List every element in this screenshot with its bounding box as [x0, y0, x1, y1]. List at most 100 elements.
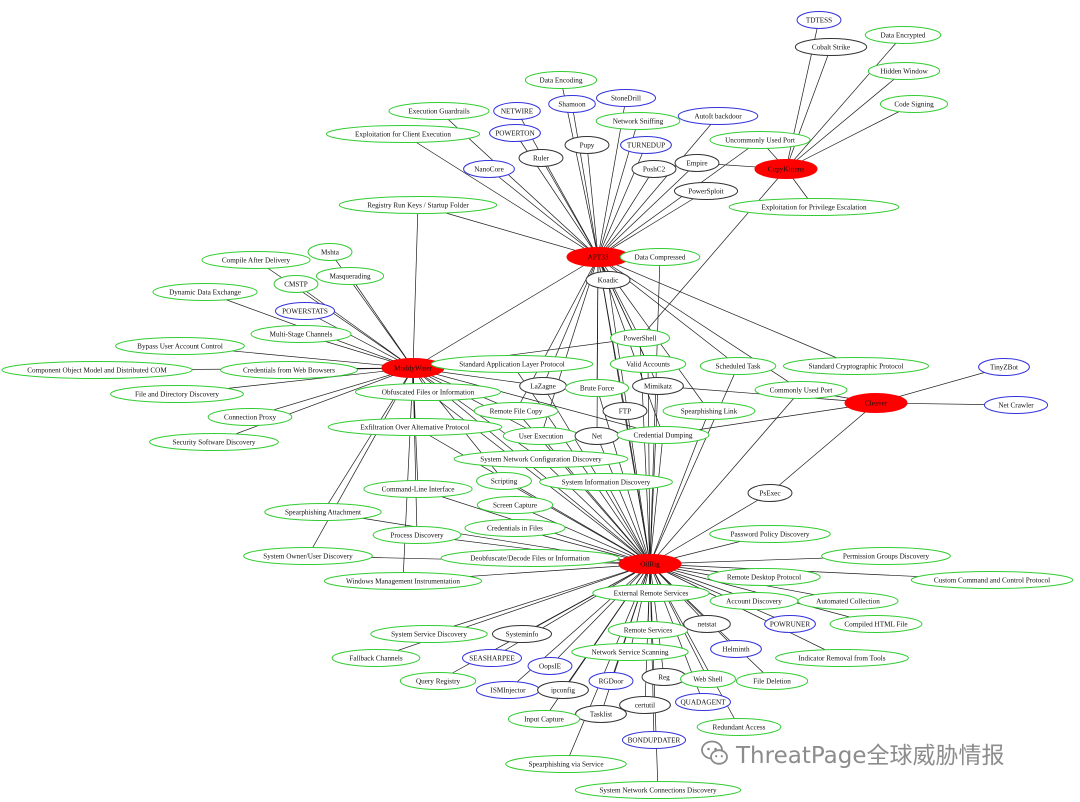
graph-node-wmi: Windows Management Instrumentation	[323, 572, 483, 590]
node-shape	[453, 450, 629, 468]
node-label: NETWIRE	[501, 107, 534, 115]
node-shape	[735, 672, 809, 690]
graph-node-cobalt: Cobalt Strike	[794, 38, 868, 56]
watermark-text: ThreatPage全球威胁情报	[736, 743, 1005, 769]
graph-node-userexec: User Execution	[502, 427, 580, 445]
node-shape	[609, 355, 687, 373]
graph-node-powruner: POWRUNER	[764, 615, 816, 633]
node-shape	[585, 271, 631, 289]
node-label: Koadic	[598, 276, 619, 284]
graph-edge	[649, 385, 659, 565]
graph-node-stdcrypto: Standard Cryptographic Protocol	[782, 357, 930, 375]
node-label: TURNEDUP	[627, 141, 665, 149]
graph-node-powershell: PowerShell	[610, 329, 670, 347]
graph-node-hiddenwin: Hidden Window	[867, 62, 941, 80]
node-shape	[707, 568, 821, 586]
graph-node-rdp: Remote Desktop Protocol	[707, 568, 821, 586]
graph-edge	[349, 275, 414, 369]
graph-edge	[213, 367, 414, 443]
node-label: ipconfig	[551, 686, 575, 694]
node-label: BONDUPDATER	[628, 736, 681, 744]
graph-node-customc2: Custom Command and Control Protocol	[910, 571, 1074, 589]
node-shape	[505, 755, 627, 773]
node-shape	[782, 357, 930, 375]
node-shape	[307, 243, 353, 261]
node-shape	[250, 325, 352, 343]
graph-node-scripting: Scripting	[476, 472, 532, 490]
node-label: certutil	[635, 701, 655, 709]
node-label: Credentials from Web Browsers	[243, 366, 335, 374]
node-shape	[674, 154, 720, 172]
node-shape	[602, 402, 648, 420]
node-label: APT33	[588, 253, 609, 261]
node-shape	[1, 361, 193, 379]
node-label: File Deletion	[753, 677, 791, 685]
node-label: Fallback Channels	[349, 654, 402, 662]
node-label: Credentials in Files	[487, 524, 543, 532]
graph-node-bypassuac: Bypass User Account Control	[115, 337, 245, 355]
graph-node-sysowner: System Owner/User Discovery	[243, 547, 373, 565]
node-shape	[709, 131, 811, 149]
graph-node-cmstp: CMSTP	[273, 275, 319, 293]
node-shape	[564, 379, 630, 397]
node-label: NanoCore	[474, 165, 504, 173]
node-label: Windows Management Instrumentation	[346, 577, 460, 585]
node-shape	[709, 525, 831, 543]
node-label: TinyZBot	[990, 363, 1018, 371]
node-label: PoshC2	[643, 165, 666, 173]
node-shape	[621, 731, 687, 749]
graph-node-poshc2: PoshC2	[631, 160, 677, 178]
graph-node-spearlink: Spearphishing Link	[662, 402, 756, 420]
graph-node-chm: Compiled HTML File	[829, 615, 923, 633]
graph-node-apt33: APT33	[566, 247, 630, 267]
node-shape	[527, 657, 573, 675]
node-shape	[571, 643, 689, 661]
graph-edge	[785, 70, 905, 170]
graph-node-svcdisc: System Service Discovery	[370, 625, 488, 643]
node-label: TDTESS	[806, 16, 832, 24]
node-shape	[829, 615, 923, 633]
node-label: Screen Capture	[493, 501, 537, 509]
graph-node-commonport: Commonly Used Port	[754, 381, 848, 399]
graph-node-credfiles: Credentials in Files	[464, 519, 566, 537]
node-shape	[537, 681, 589, 699]
node-shape	[675, 693, 731, 711]
node-label: Permission Groups Discovery	[843, 552, 930, 560]
graph-edge	[597, 139, 761, 258]
graph-node-cleaver: Cleaver	[844, 393, 908, 413]
node-shape	[493, 102, 541, 120]
graph-node-cmdline: Command-Line Interface	[363, 480, 473, 498]
node-label: LaZagne	[530, 382, 556, 390]
graph-edge	[649, 389, 802, 565]
node-label: File and Directory Discovery	[135, 390, 219, 398]
graph-node-lazagne: LaZagne	[519, 377, 567, 395]
graph-edge	[488, 168, 599, 258]
node-label: Shamoon	[558, 100, 586, 108]
node-shape	[323, 572, 483, 590]
node-shape	[110, 385, 244, 403]
graph-node-exploitpriv: Exploitation for Privilege Escalation	[728, 198, 900, 216]
node-label: ISMInjector	[490, 686, 526, 694]
graph-edge	[605, 481, 651, 565]
node-shape	[372, 526, 462, 544]
node-label: Custom Command and Control Protocol	[934, 576, 1050, 584]
node-shape	[595, 112, 681, 130]
node-label: netstat	[698, 620, 717, 628]
node-shape	[440, 549, 620, 567]
graph-edge	[649, 563, 709, 680]
node-shape	[619, 248, 701, 266]
node-label: Execution Guardrails	[408, 107, 469, 115]
node-shape	[867, 62, 941, 80]
graph-node-creddump: Credential Dumping	[616, 426, 710, 444]
node-label: RGDoor	[599, 677, 624, 685]
node-label: Data Encoding	[540, 76, 583, 84]
node-label: Account Discovery	[726, 597, 782, 605]
node-shape	[632, 377, 684, 395]
graph-node-rgdoor: RGDoor	[588, 672, 634, 690]
node-shape	[325, 125, 481, 143]
graph-edge	[597, 256, 641, 339]
node-shape	[631, 160, 677, 178]
node-label: OilRig	[640, 560, 660, 568]
node-shape	[275, 302, 335, 320]
